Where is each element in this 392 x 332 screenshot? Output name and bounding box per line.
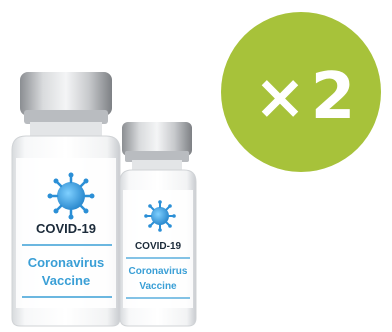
vial-large-line2: Vaccine <box>42 273 90 288</box>
vial-small-line1: Coronavirus <box>129 266 188 277</box>
vial-small-line2: Vaccine <box>139 281 177 292</box>
vial-small: COVID-19 Coronavirus Vaccine <box>119 122 197 327</box>
coronavirus-icon <box>47 172 95 220</box>
coronavirus-icon <box>144 200 176 232</box>
badge-count: 2 <box>311 60 356 134</box>
vial-large-title: COVID-19 <box>36 221 96 236</box>
vial-large: COVID-19 Coronavirus Vaccine <box>11 72 121 327</box>
badge-circle <box>221 12 381 172</box>
badge-multiplier: × <box>254 60 306 133</box>
vial-large-line1: Coronavirus <box>28 255 105 270</box>
quantity-badge: × 2 <box>219 10 383 174</box>
vial-small-title: COVID-19 <box>135 241 182 252</box>
